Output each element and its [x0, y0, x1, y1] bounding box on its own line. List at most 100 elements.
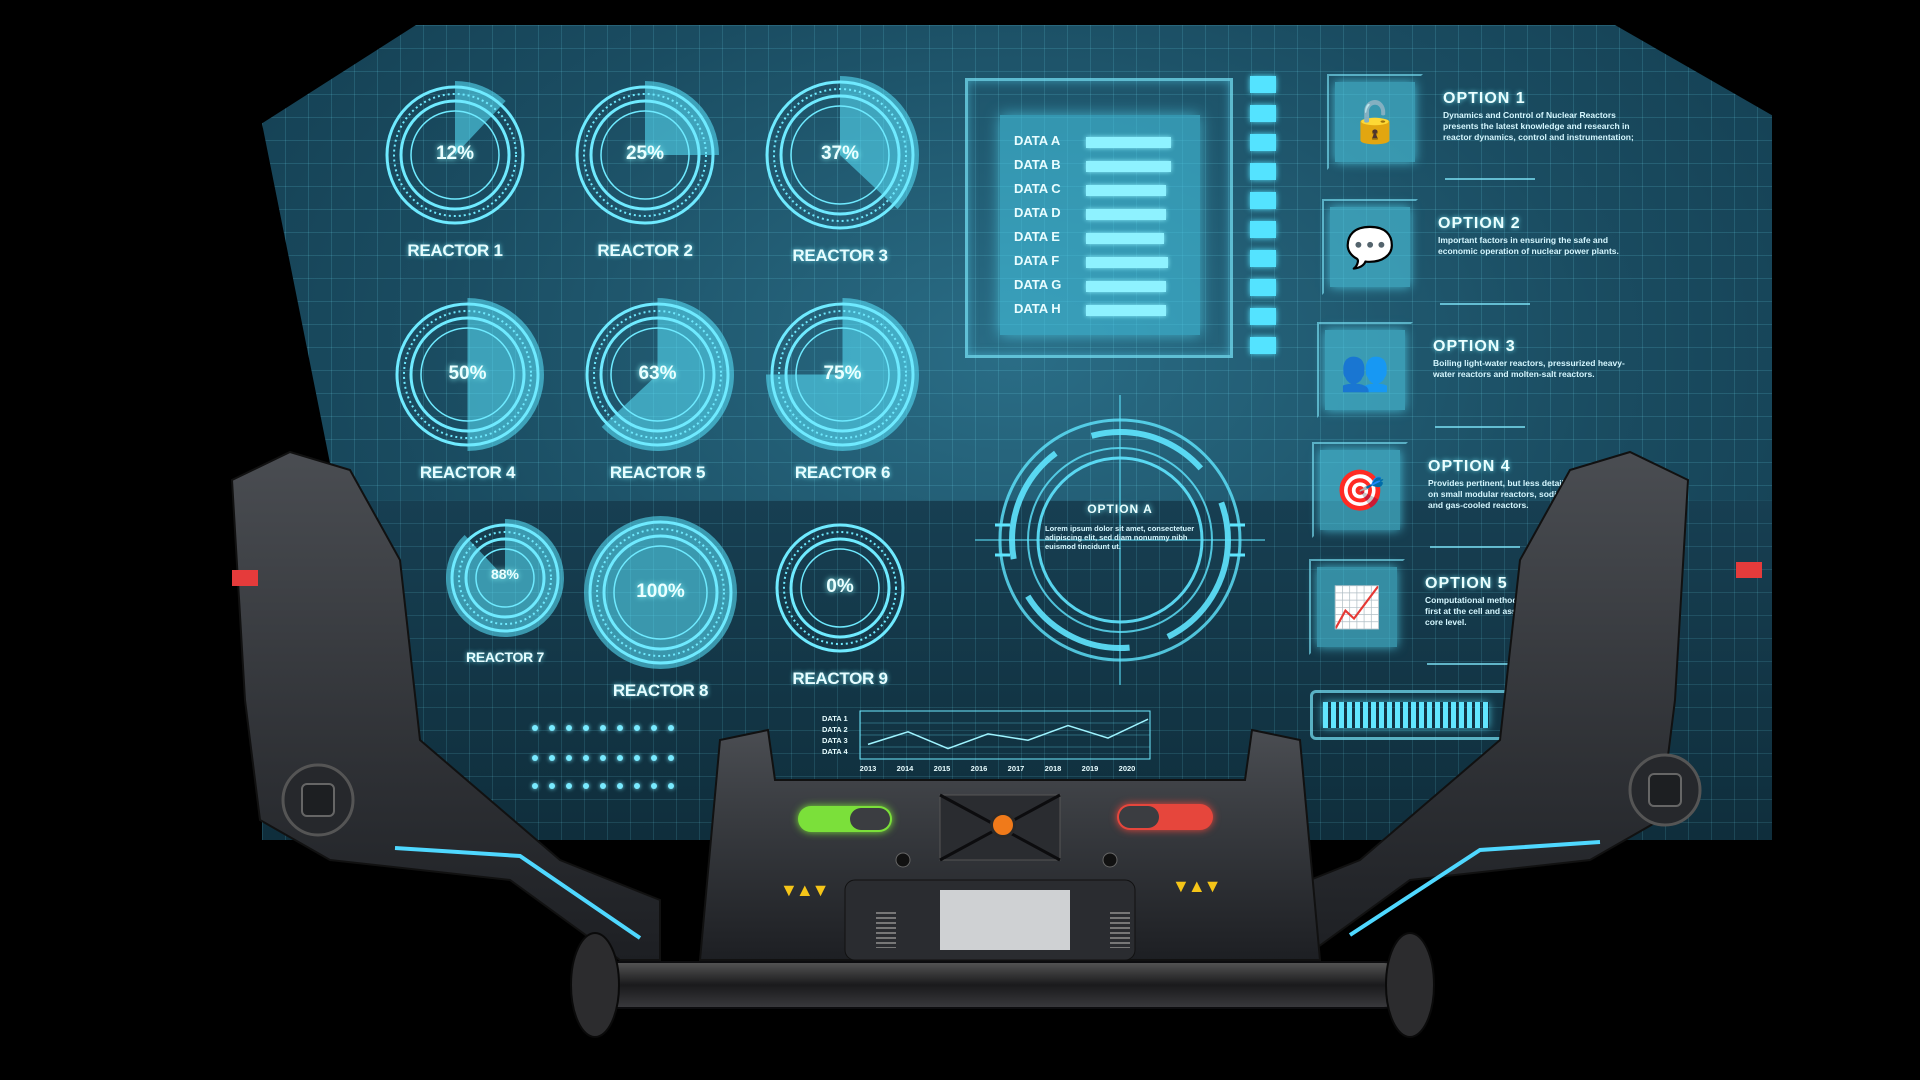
- reactor-ring: [585, 298, 734, 451]
- reactor-percent: 37%: [820, 143, 860, 164]
- option-description: Dynamics and Control of Nuclear Reactors…: [1443, 110, 1634, 142]
- option-title: OPTION 5: [1425, 575, 1508, 592]
- level-block: [1250, 337, 1276, 354]
- data-row: DATA F: [1014, 253, 1194, 271]
- option-connector: [1440, 303, 1530, 305]
- dot-row-3: [532, 776, 685, 794]
- unlock-icon[interactable]: 🔓: [1335, 82, 1415, 162]
- level-block: [1250, 279, 1276, 296]
- reactor-ring: [575, 81, 719, 225]
- option-connector: [1435, 426, 1525, 428]
- reactor-label: REACTOR 7: [466, 649, 544, 665]
- reactor-gauge-9: 0% REACTOR 9: [765, 513, 915, 693]
- reactor-label: REACTOR 1: [407, 241, 503, 260]
- reactor-gauge-2: 25% REACTOR 2: [565, 75, 725, 265]
- chart-series-label: DATA 3: [822, 736, 848, 745]
- data-row-label: DATA G: [1014, 277, 1062, 292]
- reactor-gauge-1: 12% REACTOR 1: [375, 75, 535, 265]
- data-row-bar: [1086, 209, 1166, 220]
- data-row: DATA C: [1014, 181, 1194, 199]
- chart-series-label: DATA 1: [822, 714, 848, 723]
- chart-year-label: 2018: [1045, 764, 1062, 773]
- reactor-ring: [395, 298, 544, 451]
- speaker-grille-right: [1110, 912, 1130, 948]
- option-bracket: [1327, 74, 1423, 170]
- reactor-gauge-6: 75% REACTOR 6: [760, 292, 925, 487]
- data-row-label: DATA B: [1014, 157, 1061, 172]
- data-row: DATA D: [1014, 205, 1194, 223]
- reactor-label: REACTOR 4: [419, 463, 516, 482]
- option-connector: [1445, 178, 1535, 180]
- reactor-label: REACTOR 6: [794, 463, 891, 482]
- reactor-ring: [775, 523, 905, 653]
- chart-year-label: 2019: [1082, 764, 1099, 773]
- reactor-percent: 63%: [638, 362, 677, 384]
- chart-series-label: DATA 2: [822, 725, 848, 734]
- chat-icon[interactable]: 💬: [1330, 207, 1410, 287]
- chart-series-label: DATA 4: [822, 747, 849, 756]
- data-row-label: DATA E: [1014, 229, 1060, 244]
- progress-fill: [1323, 702, 1489, 728]
- center-pause-button[interactable]: [990, 812, 1016, 838]
- chart-year-label: 2020: [1119, 764, 1136, 773]
- reactor-percent: 75%: [823, 362, 862, 384]
- reactor-label: REACTOR 2: [597, 241, 693, 260]
- toggle-switch-off[interactable]: [1117, 804, 1213, 830]
- reactor-label: REACTOR 8: [612, 681, 709, 700]
- data-row-label: DATA C: [1014, 181, 1061, 196]
- option-title: OPTION 1: [1443, 90, 1526, 107]
- toggle-knob: [1119, 806, 1159, 828]
- chart-year-label: 2014: [897, 764, 915, 773]
- option-description: Provides pertinent, but less detailed in…: [1428, 478, 1625, 510]
- reactor-percent: 50%: [448, 362, 487, 384]
- option-connector: [1430, 546, 1520, 548]
- data-row-label: DATA H: [1014, 301, 1061, 316]
- target-reticle: [975, 395, 1265, 685]
- data-panel-frame: [965, 78, 1233, 358]
- warning-triangles-right: ▼▲▼: [1172, 876, 1221, 896]
- target-icon[interactable]: 🎯: [1320, 450, 1400, 530]
- level-block: [1250, 192, 1276, 209]
- reactor-label: REACTOR 9: [792, 669, 888, 688]
- data-row-bar: [1086, 161, 1171, 172]
- data-row-bar: [1086, 137, 1171, 148]
- reactor-percent: 25%: [625, 143, 665, 164]
- reactor-label: REACTOR 5: [609, 463, 706, 482]
- data-row-label: DATA D: [1014, 205, 1061, 220]
- data-row-bar: [1086, 185, 1166, 196]
- option-title: OPTION 4: [1428, 458, 1511, 475]
- dot-row-2: [532, 748, 685, 766]
- data-row: DATA B: [1014, 157, 1194, 175]
- reactor-percent: 88%: [490, 566, 520, 582]
- data-row-label: DATA A: [1014, 133, 1061, 148]
- progress-meter: [1310, 690, 1516, 740]
- level-block: [1250, 308, 1276, 325]
- chart-year-label: 2015: [934, 764, 951, 773]
- option-bracket: [1322, 199, 1418, 295]
- reactor-gauge-3: 37% REACTOR 3: [755, 70, 925, 270]
- dot-row-1: [532, 718, 685, 736]
- reactor-ring: [385, 81, 525, 225]
- reactor-ring: [766, 298, 919, 451]
- warning-triangles-left: ▼▲▼: [780, 880, 829, 900]
- data-row: DATA E: [1014, 229, 1194, 247]
- chart-icon[interactable]: 📈: [1317, 567, 1397, 647]
- data-row: DATA A: [1014, 133, 1194, 151]
- data-row: DATA G: [1014, 277, 1194, 295]
- reactor-percent: 12%: [435, 143, 475, 164]
- level-block: [1250, 105, 1276, 122]
- toggle-switch-on[interactable]: [798, 806, 892, 832]
- reactor-ring: [446, 519, 564, 637]
- chart-year-label: 2017: [1008, 764, 1025, 773]
- level-block: [1250, 163, 1276, 180]
- users-icon[interactable]: 👥: [1325, 330, 1405, 410]
- speaker-grille-left: [876, 912, 896, 948]
- reactor-label: REACTOR 3: [792, 246, 888, 265]
- option-connector: [1427, 663, 1517, 665]
- data-row-bar: [1086, 233, 1164, 244]
- data-panel: DATA A DATA B DATA C DATA D DATA E DATA …: [1000, 115, 1200, 335]
- toggle-knob: [850, 808, 890, 830]
- option-bracket: [1309, 559, 1405, 655]
- reactor-gauge-5: 63% REACTOR 5: [575, 292, 740, 487]
